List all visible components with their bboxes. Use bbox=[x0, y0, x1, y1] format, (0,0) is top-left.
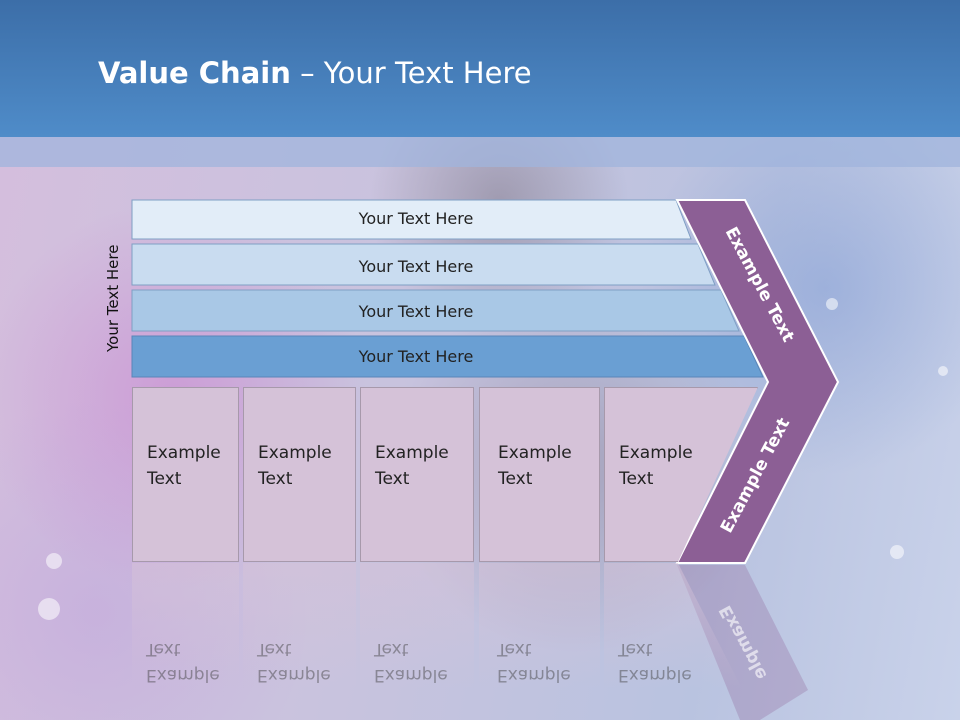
bokeh-light bbox=[938, 366, 948, 376]
header-strip bbox=[0, 137, 960, 167]
chevron-arrow bbox=[675, 199, 840, 564]
bokeh-light bbox=[826, 298, 838, 310]
cell-3-line2: Text bbox=[375, 469, 410, 489]
bar-1 bbox=[131, 199, 692, 240]
bar-3 bbox=[131, 289, 740, 332]
cell-5-line1: Example bbox=[619, 443, 693, 463]
cell-4-line1: Example bbox=[498, 443, 572, 463]
cell-4-line2: Text bbox=[498, 469, 533, 489]
cell-3-line1: Example bbox=[375, 443, 449, 463]
bar-1-label: Your Text Here bbox=[358, 209, 474, 228]
bokeh-light bbox=[38, 598, 60, 620]
cell-5-line2: Text bbox=[619, 469, 654, 489]
bar-4-label: Your Text Here bbox=[358, 347, 474, 366]
title-bold: Value Chain bbox=[98, 56, 291, 90]
cell-1-line1: Example bbox=[147, 443, 221, 463]
slide-title: Value Chain – Your Text Here bbox=[98, 56, 532, 90]
bar-2 bbox=[131, 243, 716, 286]
title-rest: – Your Text Here bbox=[290, 56, 532, 90]
bar-4 bbox=[131, 335, 764, 378]
bar-3-label: Your Text Here bbox=[358, 302, 474, 321]
cell-2-line1: Example bbox=[258, 443, 332, 463]
cell-2-line2: Text bbox=[258, 469, 293, 489]
bokeh-light bbox=[890, 545, 904, 559]
bokeh-light bbox=[46, 553, 62, 569]
bar-2-label: Your Text Here bbox=[358, 257, 474, 276]
header-band bbox=[0, 0, 960, 137]
chevron-reflection bbox=[677, 565, 808, 720]
cell-1-line2: Text bbox=[147, 469, 182, 489]
